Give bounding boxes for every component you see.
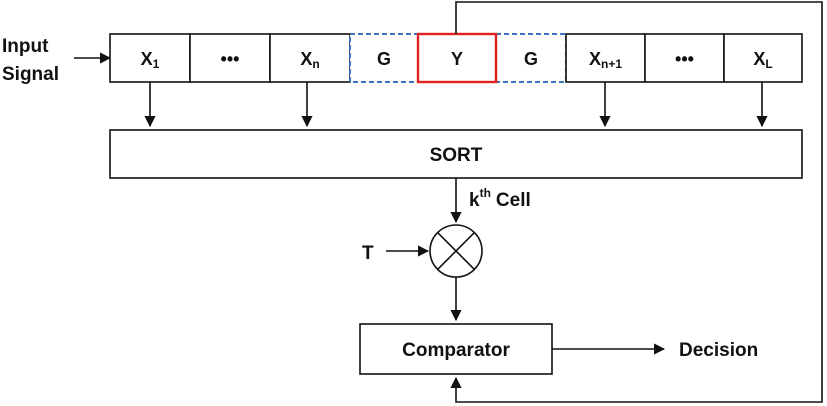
sort-label: SORT [430, 145, 483, 166]
cell-label-5: G [524, 49, 538, 69]
cell-box-2 [269, 33, 351, 83]
cell-label-2: Xn [300, 49, 319, 71]
kth-sup: th [480, 186, 491, 200]
cell-label-4: Y [451, 49, 463, 69]
multiplier-icon [429, 224, 483, 278]
threshold-label: T [362, 243, 374, 264]
cell-box-1 [189, 33, 271, 83]
decision-label: Decision [679, 340, 758, 361]
cell-label-8: XL [753, 49, 772, 71]
cell-box-8 [723, 33, 803, 83]
cell-label-0: X1 [141, 49, 160, 71]
cell-label-7: ••• [675, 49, 694, 69]
kth-k: k [469, 190, 480, 211]
feedback-line-y-to-comparator [450, 1, 823, 403]
kth-cell-label: kth Cell [469, 186, 531, 211]
cell-label-1: ••• [221, 49, 240, 69]
comparator-box [359, 323, 553, 375]
cell-box-7 [644, 33, 725, 83]
kth-rest: Cell [496, 190, 531, 211]
cell-label-3: G [377, 49, 391, 69]
input-label-line2: Signal [2, 64, 59, 85]
cell-label-6: Xn+1 [589, 49, 622, 71]
cell-row: X1 ••• Xn G Y G Xn+1 ••• XL [109, 32, 803, 84]
sort-box [109, 129, 803, 179]
cell-box-5 [495, 33, 567, 83]
comparator-label: Comparator [402, 340, 510, 361]
cell-under-test-box [416, 32, 498, 84]
input-label-line1: Input [2, 36, 49, 57]
